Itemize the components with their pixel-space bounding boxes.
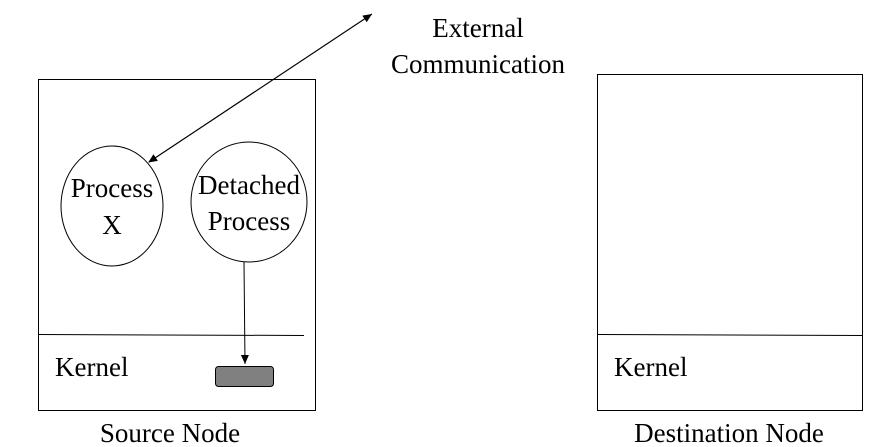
detached-to-kernel-arrow xyxy=(240,261,249,365)
destination-node-box xyxy=(597,74,863,411)
external-label-line1: External xyxy=(432,13,523,43)
destination-kernel-divider xyxy=(596,334,864,336)
source-node-label: Source Node xyxy=(100,418,240,447)
kernel-state-block xyxy=(215,366,274,387)
external-label-line2: Communication xyxy=(391,49,565,79)
detached-process-circle xyxy=(190,141,308,263)
source-kernel-divider xyxy=(37,334,305,336)
source-node-box xyxy=(38,79,316,411)
destination-kernel-label: Kernel xyxy=(614,352,687,382)
detached-process-label-line2: Process xyxy=(208,206,291,236)
process-x-label-line1: Process xyxy=(71,173,154,203)
detached-process-label-line1: Detached xyxy=(198,170,300,200)
process-x-circle xyxy=(60,145,164,267)
source-kernel-label: Kernel xyxy=(55,352,128,382)
destination-node-label: Destination Node xyxy=(634,418,824,447)
external-communication-arrow xyxy=(148,13,373,163)
process-x-label-line2: X xyxy=(102,210,122,240)
